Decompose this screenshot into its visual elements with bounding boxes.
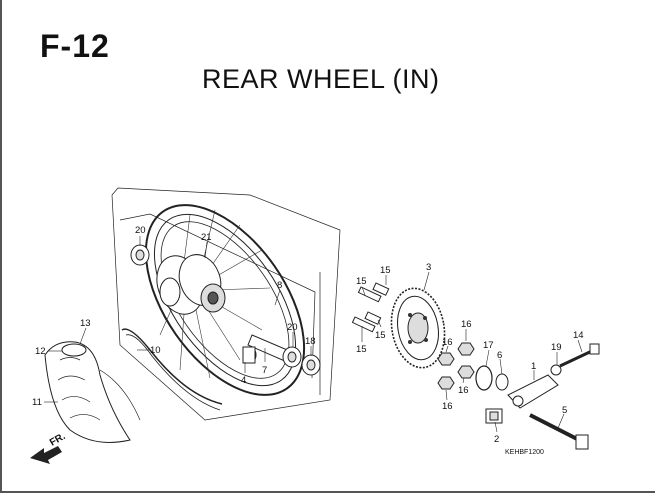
- callout-16-c: 16: [458, 385, 469, 396]
- callout-1: 1: [531, 361, 536, 372]
- callout-12: 12: [35, 346, 46, 357]
- callout-16-d: 16: [442, 401, 453, 412]
- tire-tube: [44, 341, 141, 443]
- rim-tape: [121, 328, 223, 411]
- callout-7: 7: [262, 365, 267, 376]
- callout-15-c: 15: [375, 330, 386, 341]
- direction-label: FR.: [48, 431, 68, 449]
- callout-18: 18: [305, 336, 316, 347]
- callout-16-b: 16: [442, 337, 453, 348]
- callout-2: 2: [494, 434, 499, 445]
- axle-collar-group: [242, 334, 321, 376]
- callout-19: 19: [551, 342, 562, 353]
- callout-11: 11: [32, 397, 42, 408]
- callout-labels: 20 21 8 20 18 7 4 10 13 12 11 15 15 15 1…: [32, 225, 584, 445]
- callout-15-a: 15: [380, 265, 391, 276]
- drawing-code: KEHBF1200: [505, 449, 544, 456]
- callout-3: 3: [426, 262, 431, 273]
- circlip-collar: [475, 365, 509, 391]
- page-title: REAR WHEEL (IN): [202, 64, 440, 94]
- callout-16-a: 16: [461, 319, 472, 330]
- leader-lines: [44, 236, 583, 433]
- callout-8: 8: [277, 280, 282, 291]
- rear-rim: [144, 204, 306, 396]
- section-code: F-12: [40, 28, 110, 64]
- bolt-washer: [550, 343, 600, 376]
- callout-17: 17: [483, 340, 494, 351]
- callout-13: 13: [80, 318, 91, 329]
- page-border-bottom: [0, 491, 655, 493]
- callout-20-lower: 20: [287, 322, 298, 333]
- studs: [351, 282, 390, 333]
- callout-15-b: 15: [356, 276, 367, 287]
- callout-4: 4: [241, 375, 246, 386]
- rear-axle: [529, 413, 589, 450]
- page-border-left: [0, 0, 2, 493]
- callout-15-d: 15: [356, 344, 367, 355]
- callout-5: 5: [562, 405, 567, 416]
- nuts: [437, 342, 475, 390]
- callout-6: 6: [497, 350, 502, 361]
- fr-arrow-icon: [30, 446, 62, 464]
- bearing-20-upper: [130, 244, 150, 266]
- callout-21: 21: [201, 232, 212, 243]
- callout-14: 14: [573, 330, 584, 341]
- assembly-outline: [111, 187, 341, 421]
- callout-10: 10: [150, 345, 161, 356]
- wheel-hub: [156, 254, 226, 315]
- callout-20-upper: 20: [135, 225, 146, 236]
- chain-adjuster: [485, 374, 559, 424]
- driven-sprocket: [390, 287, 446, 369]
